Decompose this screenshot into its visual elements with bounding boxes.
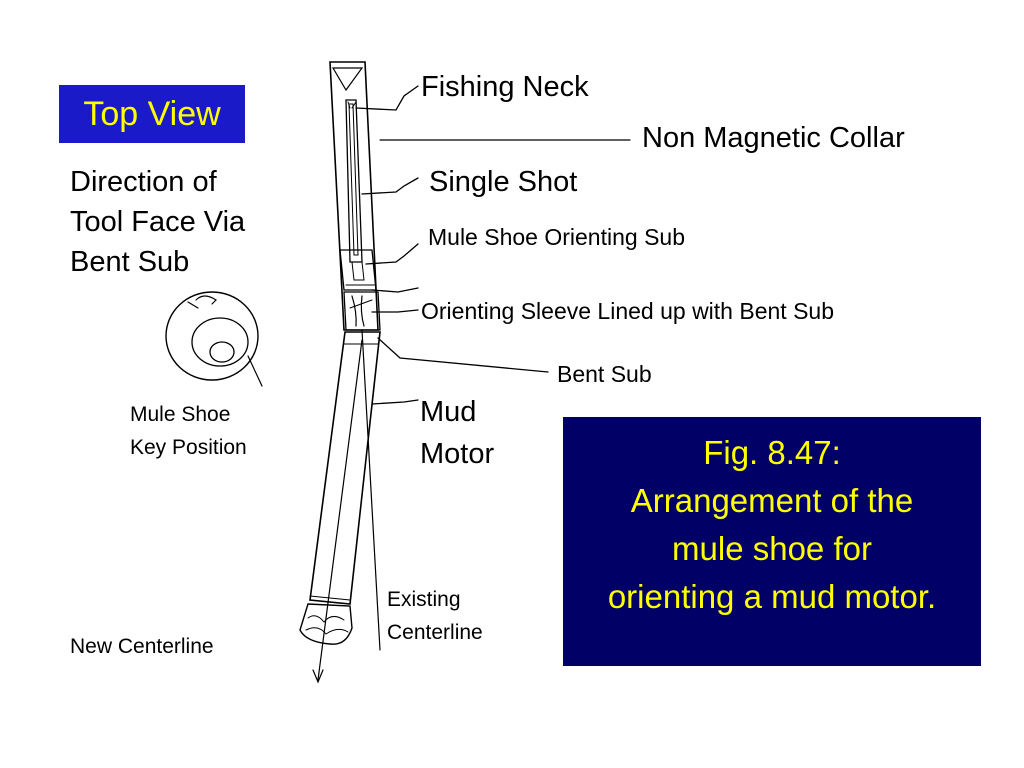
- mule-shoe-key-line-1: Mule Shoe: [130, 403, 231, 426]
- mule-shoe-top-view-sketch: [165, 291, 263, 387]
- caption-line-3: mule shoe for: [672, 530, 872, 567]
- mule-shoe-key-line-2: Key Position: [130, 436, 247, 459]
- mud-motor-line-2: Motor: [420, 438, 495, 470]
- top-view-box: Top View: [59, 85, 245, 143]
- caption-line-4: orienting a mud motor.: [607, 578, 937, 615]
- figure-caption-box: Fig. 8.47: Arrangement of the mule shoe …: [563, 417, 981, 666]
- direction-label: Direction of Tool Face Via Bent Sub: [70, 162, 245, 282]
- mud-motor-line-1: Mud: [420, 396, 477, 428]
- non-magnetic-collar-label: Non Magnetic Collar: [642, 122, 905, 154]
- single-shot-label: Single Shot: [429, 166, 578, 198]
- mule-shoe-sub: [339, 249, 377, 291]
- mule-shoe-key-label: Mule Shoe Key Position: [130, 398, 247, 464]
- caption-line-1: Fig. 8.47:: [703, 434, 841, 471]
- orienting-sleeve: [343, 291, 381, 331]
- orienting-sleeve-label: Orienting Sleeve Lined up with Bent Sub: [421, 298, 834, 324]
- new-centerline-line: [317, 339, 363, 681]
- direction-line-3: Bent Sub: [70, 246, 190, 278]
- bent-sub-label: Bent Sub: [557, 361, 652, 387]
- existing-centerline-label: Existing Centerline: [387, 583, 483, 649]
- mud-motor-outline: [309, 331, 381, 605]
- existing-centerline-line: [361, 329, 381, 651]
- fishing-neck-label: Fishing Neck: [421, 71, 589, 103]
- existing-centerline-line-2: Centerline: [387, 621, 483, 644]
- mud-motor-label: Mud Motor: [420, 391, 494, 475]
- caption-line-2: Arrangement of the: [630, 482, 914, 519]
- existing-centerline-line-1: Existing: [387, 588, 461, 611]
- top-view-label: Top View: [83, 94, 221, 133]
- bit: [299, 603, 353, 645]
- direction-line-1: Direction of: [70, 166, 217, 198]
- new-centerline-label: New Centerline: [70, 635, 214, 658]
- mule-shoe-orienting-sub-label: Mule Shoe Orienting Sub: [428, 224, 685, 250]
- direction-line-2: Tool Face Via: [70, 206, 246, 238]
